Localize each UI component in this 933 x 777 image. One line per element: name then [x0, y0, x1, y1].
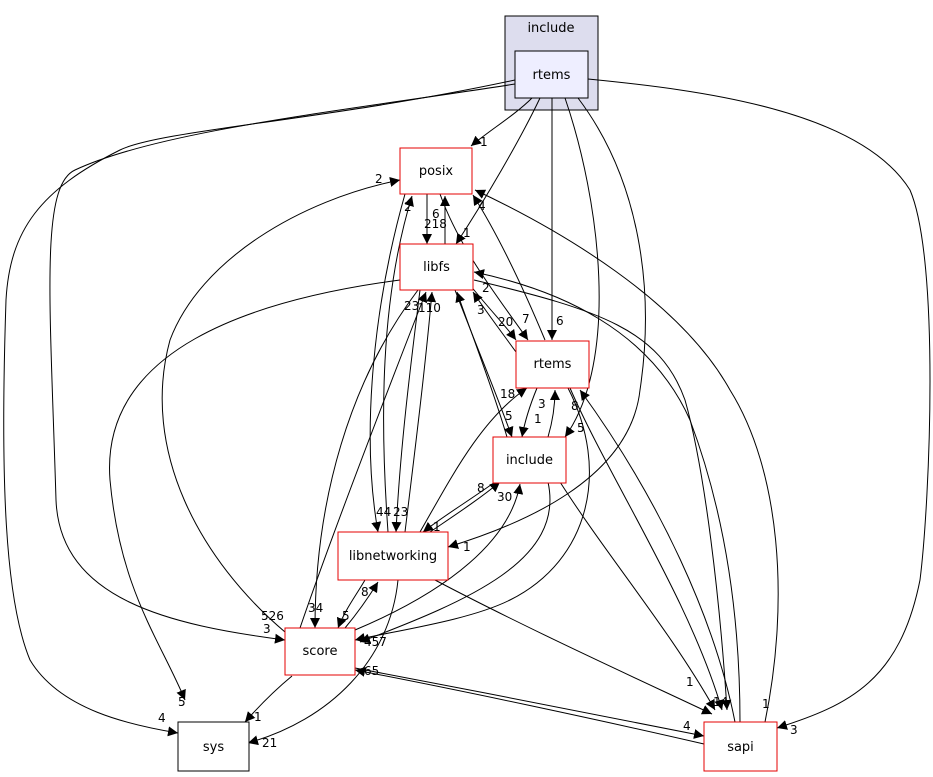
edge-label: 8: [361, 585, 369, 599]
edge-label: 6: [556, 314, 564, 328]
edge-label: 34: [308, 601, 323, 615]
edge-rtems-sapi: [569, 387, 725, 711]
node-label: libfs: [423, 260, 450, 275]
edge-label: 5: [577, 421, 585, 435]
edge-libfs-include: [454, 289, 514, 438]
edge-label: 1: [463, 540, 471, 554]
node-label: libnetworking: [349, 549, 437, 564]
edge-label: 6: [432, 207, 440, 221]
edge-libnetworking-score: 5: [336, 579, 366, 629]
edge-focus-posix: 1: [470, 97, 533, 149]
edge-label: 5: [178, 695, 186, 709]
edge-score-sapi: 4: [354, 667, 705, 739]
edge-libfs-score: 34: [308, 289, 419, 629]
edge-score-libnetworking: 8: [344, 581, 379, 629]
edge-libnetworking-sys: 21: [247, 579, 399, 750]
edge-label: 23: [404, 299, 419, 313]
edge-sapi-rtems: 8: [571, 389, 736, 723]
edge-score-libfs: 23: [299, 291, 428, 629]
edge-include-sapi: 1: [559, 481, 716, 711]
edge-label: 2: [404, 200, 412, 214]
edge-label: 4: [683, 719, 691, 733]
node-libfs[interactable]: libfs: [399, 243, 474, 291]
edge-focus-sys: 4: [3, 79, 516, 737]
edge-score-posix: 2: [161, 172, 401, 633]
node-label: sapi: [727, 740, 754, 755]
node-label: rtems: [534, 357, 572, 372]
edge-sapi-libfs: 2: [473, 269, 741, 723]
edge-label: 1: [480, 135, 488, 149]
edge-label: 8: [477, 481, 485, 495]
edge-focus-sapi: 3: [587, 78, 931, 737]
edge-label: 5: [505, 409, 513, 423]
edge-sapi-score: 526: [261, 609, 705, 745]
edge-label: 44: [376, 505, 391, 519]
edge-label: 3: [477, 303, 485, 317]
node-label: score: [303, 644, 338, 659]
edge-label: 457: [364, 635, 387, 649]
edge-libnetworking-posix: 2: [383, 195, 414, 533]
edge-label: 7: [522, 312, 530, 326]
edge-focus-libfs: 1: [455, 97, 541, 245]
edge-include-libfs: 5: [455, 291, 513, 438]
edge-label: 5: [342, 609, 350, 623]
edge-label: 1: [762, 697, 770, 711]
edge-focus-libnetworking: 1: [447, 97, 646, 554]
node-label: posix: [419, 164, 454, 179]
edge-score-sys: 1: [244, 675, 293, 724]
edge-libfs-posix: 6: [432, 196, 450, 244]
edge-label: 20: [498, 315, 513, 329]
node-label: sys: [203, 740, 224, 755]
edge-label: 18: [500, 387, 515, 401]
edge-score-include: 8: [354, 481, 524, 631]
edge-label: 526: [261, 609, 284, 623]
node-libnetworking[interactable]: libnetworking: [337, 531, 449, 581]
edge-posix-libfs: 218: [422, 194, 447, 244]
node-posix[interactable]: posix: [399, 147, 473, 195]
edge-label: 1: [534, 412, 542, 426]
edge-label: 1: [463, 226, 471, 240]
edge-label: 23: [393, 505, 408, 519]
edge-rtems-include: 3: [518, 387, 546, 438]
node-score[interactable]: score: [284, 627, 356, 676]
edge-libnetworking-libfs: 110: [404, 291, 441, 533]
edge-label: 21: [262, 736, 277, 750]
edge-label: 110: [418, 301, 441, 315]
edge-libnetworking-include: 30: [429, 481, 512, 533]
edge-label: 3: [790, 723, 798, 737]
edge-label: 3: [538, 397, 546, 411]
node-label: rtems: [533, 68, 571, 83]
edge-libfs-libnetworking: 23: [391, 289, 421, 533]
edge-rtems-posix: 4: [472, 194, 546, 341]
edge-libnetworking-sapi: [434, 579, 713, 715]
edge-include-rtems: 1: [534, 389, 560, 438]
node-rtems-focus[interactable]: rtems: [514, 50, 589, 99]
edge-label: 218: [424, 217, 447, 231]
edge-libnetworking-rtems: 18: [419, 387, 528, 533]
node-sys[interactable]: sys: [177, 721, 250, 772]
edge-libfs-rtems: 20: [469, 284, 517, 341]
edge-label: 1: [254, 710, 262, 724]
cluster-include-label: include: [527, 21, 574, 36]
edge-focus-include: 5: [564, 97, 600, 438]
edge-posix-libnetworking: 44: [369, 193, 406, 533]
edge-label: 4: [158, 711, 166, 725]
edge-label: 2: [375, 172, 383, 186]
edge-label: 4: [478, 199, 486, 213]
edges: 1 1 6 5 1 3 4 3: [3, 78, 931, 750]
edge-label: 8: [571, 399, 579, 413]
edge-label: 2: [482, 281, 490, 295]
edge-libfs-sys: 5: [109, 279, 401, 709]
edge-rtems-libfs: 3: [472, 291, 517, 353]
edge-label: 3: [263, 622, 271, 636]
edge-focus-score: 3: [49, 83, 516, 644]
node-rtems[interactable]: rtems: [515, 340, 590, 389]
edge-label: 30: [497, 490, 512, 504]
edge-sapi-posix: 1: [474, 189, 779, 723]
edge-label: 1: [686, 675, 694, 689]
node-sapi[interactable]: sapi: [703, 721, 778, 772]
node-label: include: [506, 453, 553, 468]
node-include[interactable]: include: [492, 436, 567, 484]
